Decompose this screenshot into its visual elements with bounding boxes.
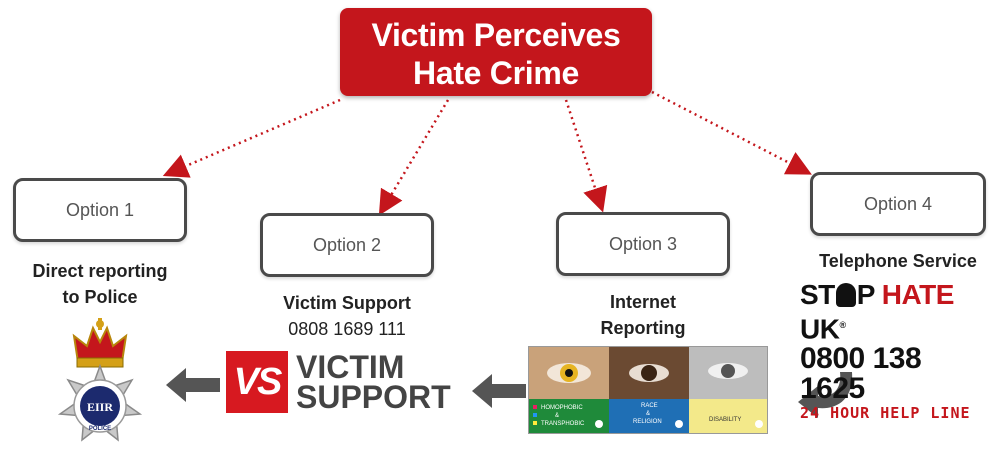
connector-option-1 [162, 98, 341, 178]
crown-icon [72, 318, 128, 368]
option-3-caption: Internet Reporting [543, 289, 743, 341]
option-1-caption-line-2: to Police [62, 287, 138, 307]
vs-wordmark-line-2: SUPPORT [296, 379, 451, 415]
stop-hate-brand-st: ST [800, 279, 835, 310]
vs-wordmark: VICTIM SUPPORT [296, 349, 451, 415]
victim-support-logo: VS VICTIM SUPPORT [226, 350, 466, 414]
option-4-label: Option 4 [863, 193, 933, 214]
title-box: Victim Perceives Hate Crime [340, 8, 652, 96]
stop-hate-wordmark: ST P HATE UK® [800, 280, 992, 344]
panel-2-line-1: RACE [641, 403, 658, 409]
option-1-caption: Direct reporting to Police [0, 258, 200, 310]
panel-2-line-3: RELIGION [633, 419, 662, 425]
badge-monogram: EIIR [87, 400, 113, 414]
option-2-box: Option 2 [260, 213, 434, 277]
vs-mark: VS [226, 351, 288, 413]
internet-reporting-graphic: HOMOPHOBIC & TRANSPHOBIC RACE & RELIGION… [529, 347, 767, 433]
title-line-1: Victim Perceives [371, 17, 621, 53]
option-4-box: Option 4 [810, 172, 986, 236]
option-2-caption: Victim Support 0808 1689 111 [247, 290, 447, 342]
stop-hate-brand-uk: UK [800, 313, 840, 345]
option-4-caption: Telephone Service [798, 248, 995, 274]
option-1-label: Option 1 [65, 199, 135, 220]
arrow-to-police-icon [166, 368, 220, 402]
eye-grey-icon [721, 364, 735, 378]
option-3-caption-line-2: Reporting [600, 318, 686, 338]
option-3-caption-line-1: Internet [609, 292, 676, 312]
panel-1-line-2: & [555, 413, 559, 419]
panel-1-line-1: HOMOPHOBIC [541, 405, 583, 411]
badge-police-text: POLICE [89, 426, 111, 432]
registered-mark: ® [839, 320, 846, 330]
option-2-caption-line-2: 0808 1689 111 [288, 319, 406, 339]
go-icon-1 [595, 420, 603, 428]
hand-icon [835, 283, 856, 307]
stop-hate-helpline: 24 HOUR HELP LINE [800, 404, 971, 423]
panel-1-line-3: TRANSPHOBIC [541, 421, 585, 427]
connector-option-4 [651, 90, 812, 175]
arrow-to-victim-support-icon [472, 374, 526, 408]
title-line-2: Hate Crime [413, 55, 579, 91]
stop-hate-brand-hate: HATE [881, 279, 955, 310]
go-icon-3 [755, 420, 763, 428]
option-1-box: Option 1 [13, 178, 187, 242]
stop-hate-uk-logo: ST P HATE UK® 0800 138 1625 24 HOUR HELP … [800, 280, 992, 423]
panel-2-line-2: & [646, 411, 650, 417]
eye-brown-icon [641, 365, 657, 381]
option-3-box: Option 3 [556, 212, 730, 276]
option-1-caption-line-1: Direct reporting [32, 261, 168, 281]
police-badge-icon: EIIR POLICE [57, 318, 143, 442]
connector-option-2 [378, 99, 450, 216]
option-2-label: Option 2 [312, 234, 382, 255]
panel-3-line-1: DISABILITY [709, 417, 741, 423]
stop-hate-brand-p: P [856, 279, 875, 310]
connector-option-3 [564, 99, 608, 213]
vs-wordmark-line-1: VICTIM [296, 349, 405, 385]
option-2-caption-line-1: Victim Support [283, 293, 411, 313]
internet-reporting-image: HOMOPHOBIC & TRANSPHOBIC RACE & RELIGION… [528, 346, 768, 434]
option-4-caption-line-1: Telephone Service [819, 251, 977, 271]
stop-hate-phone: 0800 138 1625 [800, 342, 922, 406]
go-icon-2 [675, 420, 683, 428]
option-3-label: Option 3 [608, 233, 678, 254]
curved-arrow-icon [798, 372, 853, 418]
